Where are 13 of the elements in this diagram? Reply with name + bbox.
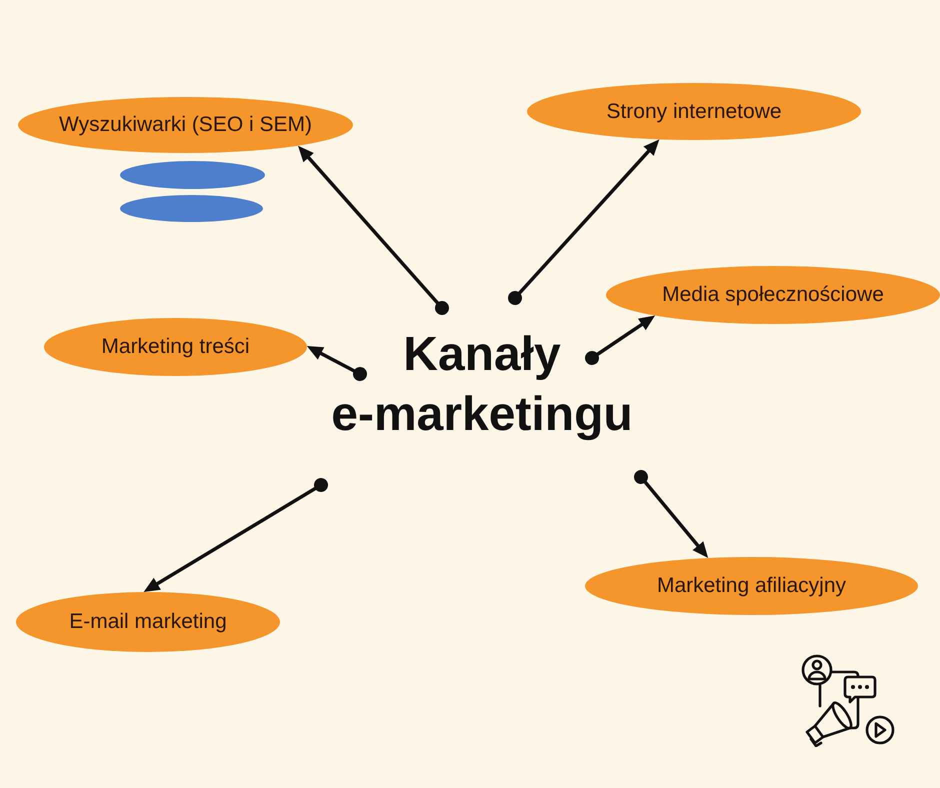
channel-label: Marketing afiliacyjny — [656, 574, 846, 598]
arrow — [144, 478, 328, 592]
arrow — [508, 139, 660, 305]
channel-label: Media społecznościowe — [662, 283, 884, 307]
arrow — [306, 346, 367, 381]
channel-label: Strony internetowe — [606, 100, 782, 124]
channel-label: Marketing treści — [101, 335, 250, 359]
arrow — [585, 316, 656, 365]
channel-label: E-mail marketing — [69, 610, 227, 634]
channel-label: Wyszukiwarki (SEO i SEM) — [59, 113, 312, 137]
arrow — [634, 470, 708, 558]
central-heading: Kanały e-marketingu — [327, 325, 637, 445]
arrow — [298, 146, 449, 315]
